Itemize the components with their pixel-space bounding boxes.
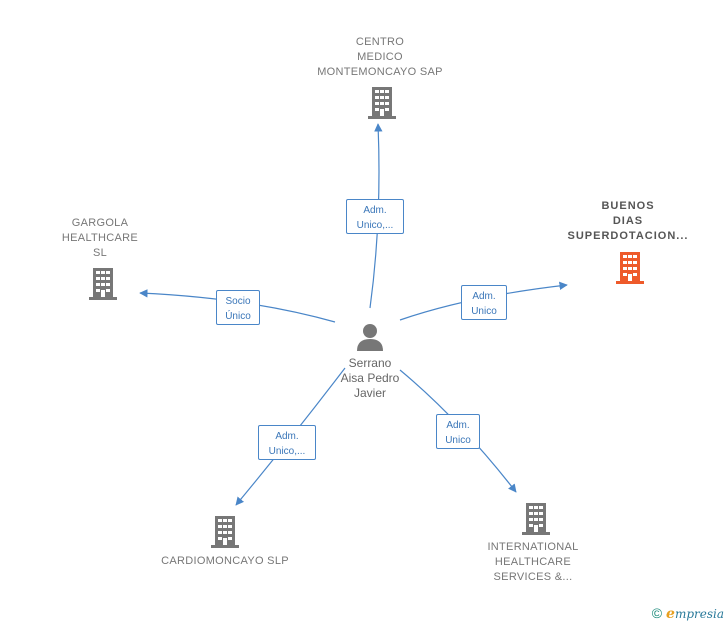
company-label-gargola[interactable]: GARGOLA HEALTHCARE SL <box>40 216 160 261</box>
copyright-icon: © <box>651 605 663 621</box>
building-icon[interactable] <box>87 267 119 301</box>
label-line: CARDIOMONCAYO SLP <box>161 555 289 567</box>
label-line: SL <box>92 247 108 259</box>
role-line: Unico <box>445 435 471 446</box>
label-line: HEALTHCARE <box>494 556 572 568</box>
building-icon[interactable] <box>209 515 241 549</box>
edge-role-international[interactable]: Adm. Unico <box>436 414 480 449</box>
label-line: INTERNATIONAL <box>487 541 579 553</box>
building-icon[interactable] <box>520 502 552 536</box>
label-line: MONTEMONCAYO SAP <box>317 66 443 78</box>
company-label-centro[interactable]: CENTRO MEDICO MONTEMONCAYO SAP <box>300 35 460 80</box>
role-line: Adm. <box>363 205 387 216</box>
company-label-cardio[interactable]: CARDIOMONCAYO SLP <box>140 554 310 569</box>
brand-logo-initial: e <box>666 606 675 622</box>
label-line: HEALTHCARE <box>61 232 139 244</box>
label-line: GARGOLA <box>71 217 129 229</box>
label-line: BUENOS <box>601 200 655 212</box>
person-icon[interactable] <box>355 322 385 352</box>
company-label-international[interactable]: INTERNATIONAL HEALTHCARE SERVICES &... <box>468 540 598 585</box>
label-line: SUPERDOTACION... <box>567 230 689 242</box>
edge-role-cardio[interactable]: Adm. Unico,... <box>258 425 316 460</box>
label-line: Javier <box>353 386 386 400</box>
role-line: Unico,... <box>356 220 394 231</box>
label-line: Aisa Pedro <box>340 371 400 385</box>
label-line: DIAS <box>612 215 644 227</box>
footer-brand: ©empresia <box>652 605 724 622</box>
role-line: Único <box>225 311 251 322</box>
edge-role-buenos[interactable]: Adm. Unico <box>461 285 507 320</box>
role-line: Socio <box>225 296 251 307</box>
building-icon[interactable] <box>614 251 646 285</box>
label-line: Serrano <box>348 356 392 370</box>
brand-logo-text: mpresia <box>674 607 724 621</box>
role-line: Adm. <box>446 420 470 431</box>
label-line: SERVICES &... <box>493 571 573 583</box>
person-label[interactable]: Serrano Aisa Pedro Javier <box>320 356 420 401</box>
role-line: Adm. <box>472 291 496 302</box>
label-line: MEDICO <box>357 51 403 63</box>
role-line: Unico <box>471 306 497 317</box>
company-label-buenos[interactable]: BUENOS DIAS SUPERDOTACION... <box>558 199 698 244</box>
role-line: Unico,... <box>268 446 306 457</box>
building-icon[interactable] <box>366 86 398 120</box>
edge-role-gargola[interactable]: Socio Único <box>216 290 260 325</box>
label-line: CENTRO <box>355 36 405 48</box>
edge-role-centro[interactable]: Adm. Unico,... <box>346 199 404 234</box>
role-line: Adm. <box>275 431 299 442</box>
